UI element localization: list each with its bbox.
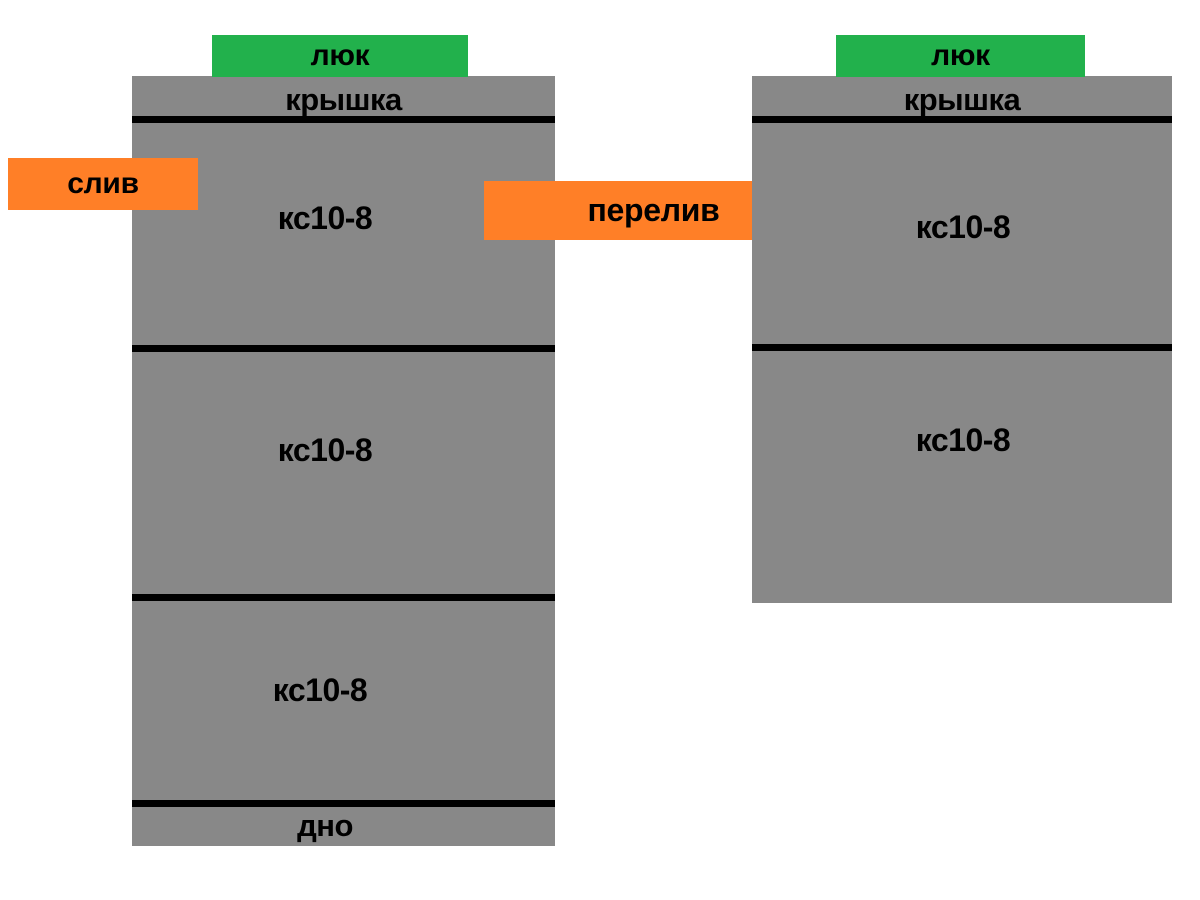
left-tank-hatch-label[interactable]: люк [212, 35, 468, 77]
right-tank-cover-label: крышка [903, 82, 1021, 117]
left-tank-joint-2 [132, 345, 555, 352]
left-tank-joint-1 [132, 116, 555, 123]
right-tank-joint-2 [752, 344, 1172, 351]
left-tank-ring-label-1: кс10-8 [277, 199, 373, 236]
left-tank-ring-label-3: кс10-8 [272, 671, 368, 708]
right-tank-hatch-label[interactable]: люк [836, 35, 1085, 77]
left-tank-joint-bottom [132, 800, 555, 807]
left-tank-ring-label-2: кс10-8 [277, 431, 373, 468]
left-tank-cover-label: крышка [285, 82, 402, 117]
left-tank-joint-3 [132, 594, 555, 601]
left-tank-bottom-label: дно [297, 808, 353, 843]
drain-pipe-label[interactable]: слив [8, 158, 198, 210]
right-tank-joint-1 [752, 116, 1172, 123]
right-tank-ring-label-1: кс10-8 [915, 208, 1011, 245]
right-tank-body [752, 76, 1172, 603]
right-tank-ring-label-2: кс10-8 [915, 421, 1011, 458]
